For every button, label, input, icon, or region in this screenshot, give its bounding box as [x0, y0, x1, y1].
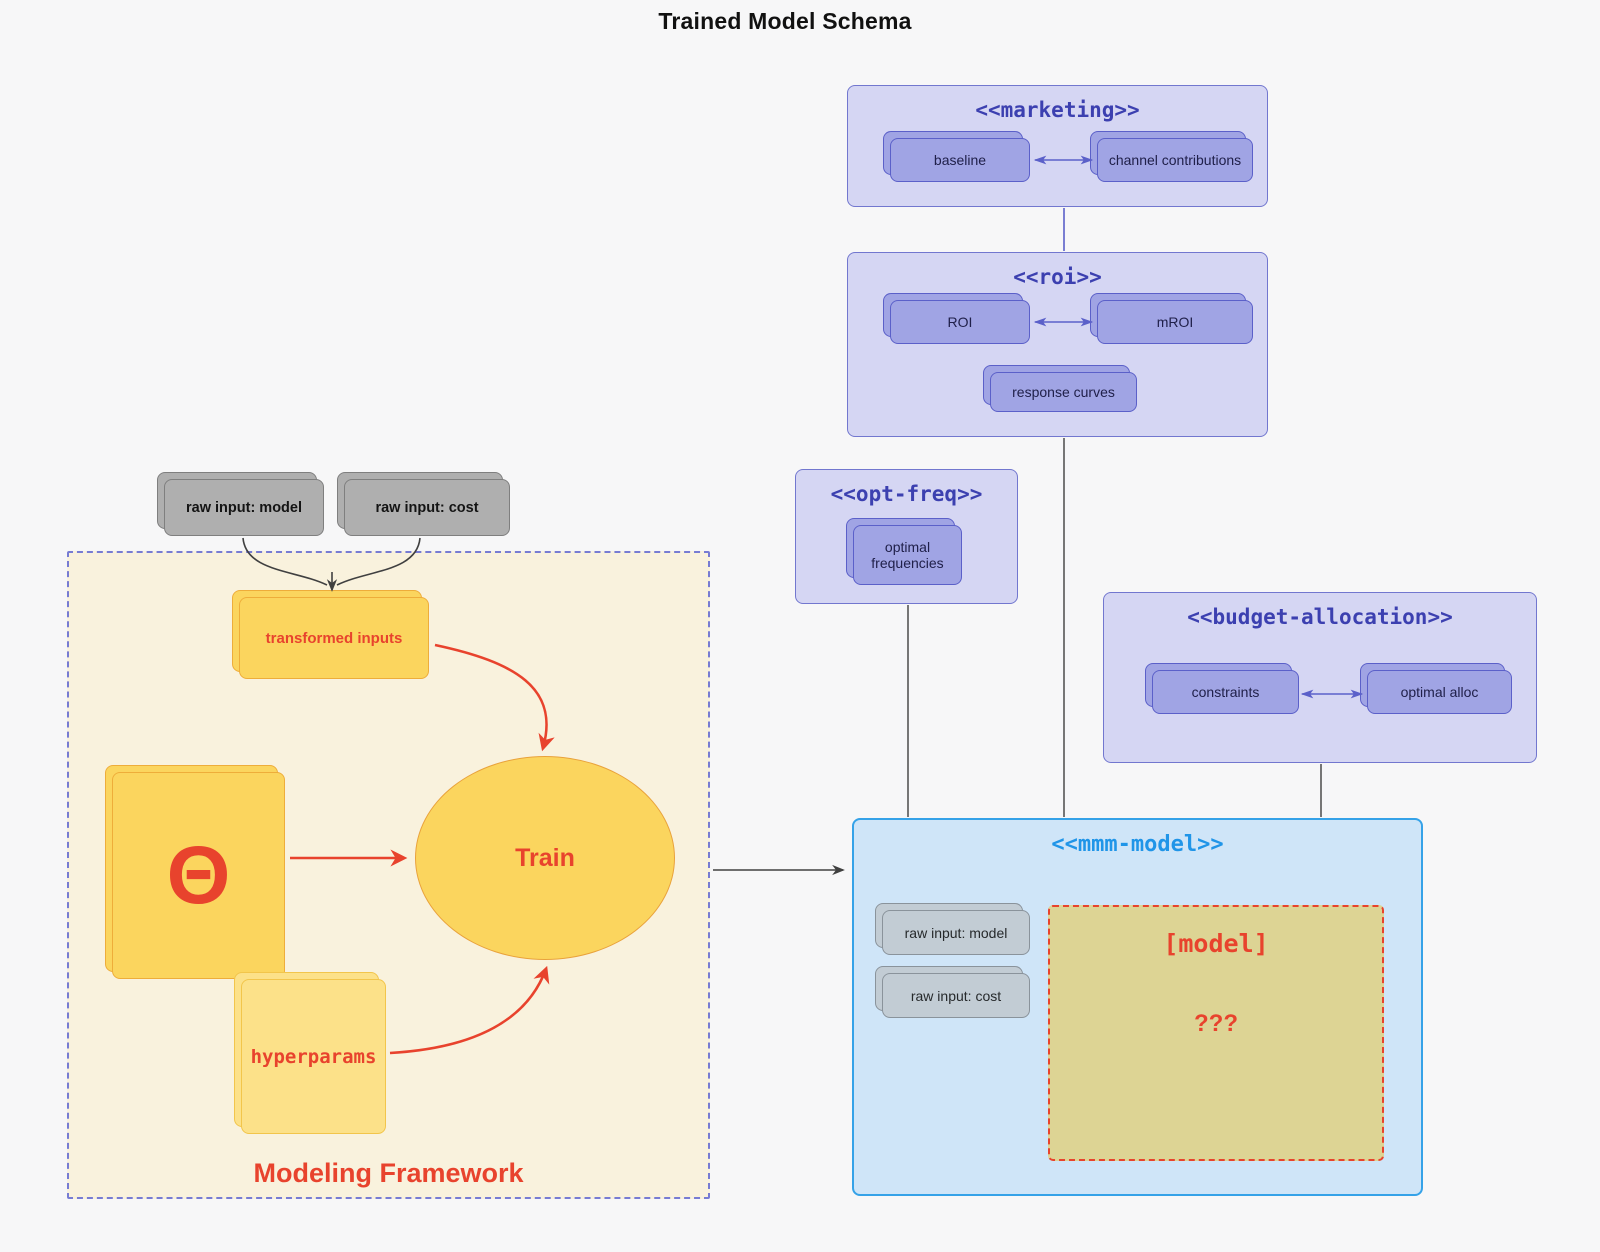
roi-node: ROI: [883, 293, 1030, 344]
opt-freq-title: <<opt-freq>>: [830, 482, 983, 506]
raw-input-model-node: raw input: model: [157, 472, 324, 536]
train-label: Train: [515, 843, 575, 872]
modeling-framework-label: Modeling Framework: [253, 1158, 524, 1188]
constraints-label: constraints: [1191, 684, 1260, 700]
mmm-raw-input-model-node: raw input: model: [875, 903, 1030, 955]
hyperparams-node: hyperparams: [234, 972, 386, 1134]
channel-contributions-label: channel contributions: [1108, 152, 1242, 168]
roi-title: <<roi>>: [1013, 265, 1102, 289]
roi-label: ROI: [947, 314, 973, 330]
raw-input-cost-label: raw input: cost: [375, 499, 479, 516]
mmm-raw-input-model-label: raw input: model: [904, 924, 1008, 941]
theta-node: Θ: [105, 765, 285, 979]
channel-contributions-node: channel contributions: [1090, 131, 1253, 182]
optimal-frequencies-label: optimal frequencies: [871, 539, 944, 571]
transformed-inputs-label: transformed inputs: [265, 629, 403, 647]
model-placeholder-box: [model] ???: [1048, 905, 1384, 1161]
theta-label: Θ: [166, 829, 231, 921]
raw-input-model-label: raw input: model: [186, 499, 302, 516]
constraints-node: constraints: [1145, 663, 1299, 714]
budget-allocation-title: <<budget-allocation>>: [1187, 605, 1453, 629]
response-curves-node: response curves: [983, 365, 1137, 412]
raw-input-cost-node: raw input: cost: [337, 472, 510, 536]
train-node: Train: [415, 756, 675, 960]
mmm-raw-input-cost-node: raw input: cost: [875, 966, 1030, 1018]
optimal-alloc-node: optimal alloc: [1360, 663, 1512, 714]
optimal-alloc-label: optimal alloc: [1400, 684, 1479, 700]
hyperparams-label: hyperparams: [250, 1045, 377, 1068]
transformed-inputs-node: transformed inputs: [232, 590, 429, 679]
mroi-node: mROI: [1090, 293, 1253, 344]
marketing-title: <<marketing>>: [975, 98, 1140, 122]
baseline-node: baseline: [883, 131, 1030, 182]
baseline-label: baseline: [933, 152, 987, 168]
model-label: [model]: [1163, 929, 1269, 958]
unknown-label: ???: [1194, 1010, 1238, 1037]
response-curves-label: response curves: [1012, 384, 1115, 400]
optimal-frequencies-node: optimal frequencies: [846, 518, 962, 585]
mroi-label: mROI: [1156, 314, 1194, 330]
mmm-raw-input-cost-label: raw input: cost: [910, 987, 1002, 1004]
page-title: Trained Model Schema: [658, 8, 912, 34]
mmm-model-title: <<mmm-model>>: [1051, 832, 1224, 857]
